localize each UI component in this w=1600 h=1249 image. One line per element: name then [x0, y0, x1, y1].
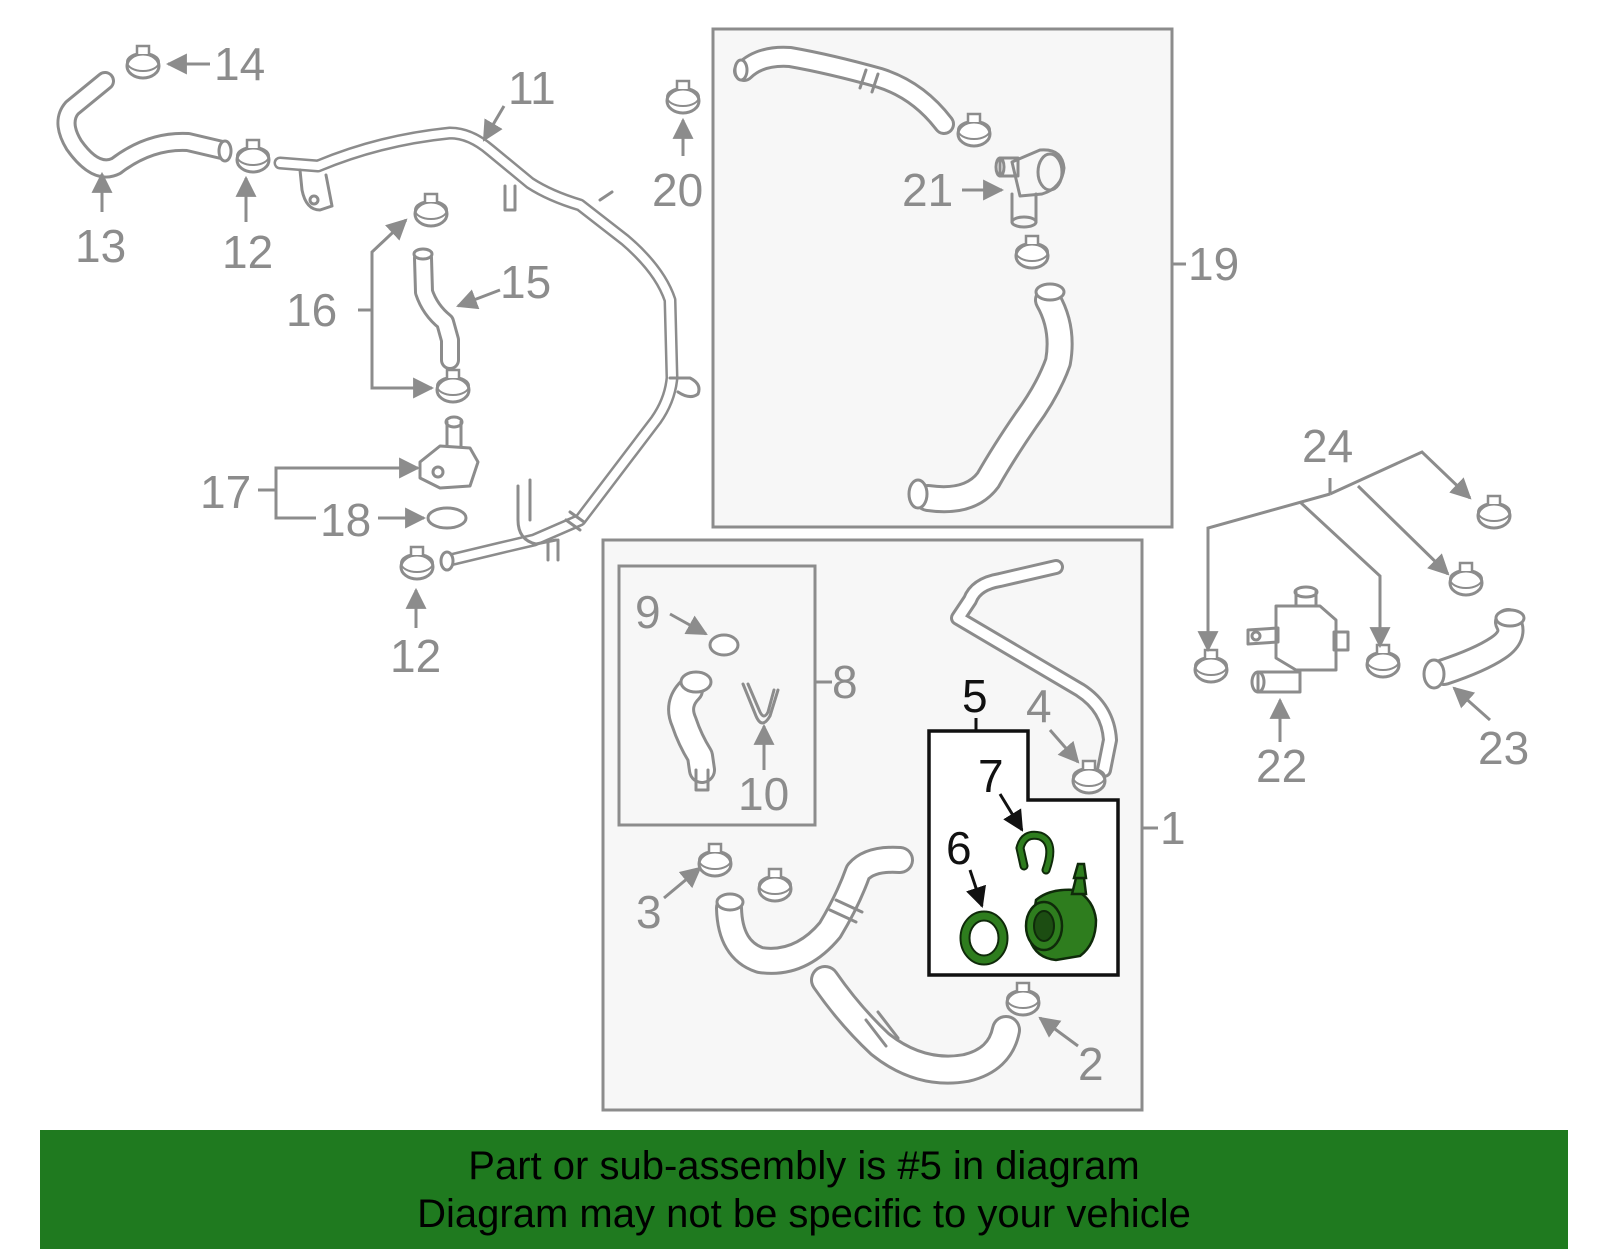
thermostat-housing-5 [1024, 862, 1098, 962]
callout-12-lower: 12 [390, 630, 441, 682]
valve-22 [1246, 585, 1350, 694]
callout-5: 5 [962, 670, 988, 722]
hose-13 [56, 71, 233, 179]
callout-21: 21 [902, 164, 953, 216]
pipe-11 [273, 126, 701, 572]
callout-10: 10 [738, 768, 789, 820]
seal-6 [959, 910, 1009, 966]
callout-7: 7 [978, 750, 1004, 802]
clamp-24-c [1193, 648, 1229, 684]
flange-17 [418, 415, 480, 490]
leader-lines [91, 53, 1491, 1048]
callout-16: 16 [286, 284, 337, 336]
elbow-8 [667, 670, 716, 792]
callout-11: 11 [508, 62, 556, 114]
hose-15 [412, 247, 460, 370]
callout-4: 4 [1026, 680, 1052, 732]
clamp-24-d [1365, 643, 1401, 679]
pipe-1 [950, 559, 1118, 778]
callout-15: 15 [500, 256, 551, 308]
clamp-14 [125, 44, 161, 80]
hose-1-upper [715, 845, 914, 975]
callout-22: 22 [1256, 740, 1307, 792]
hose-19-upper [733, 45, 955, 135]
banner-line-part: Part or sub-assembly is #5 in diagram [468, 1143, 1140, 1188]
callout-19: 19 [1188, 238, 1239, 290]
clamp-24-a [1476, 494, 1512, 530]
info-banner: Part or sub-assembly is #5 in diagram Di… [40, 1130, 1568, 1249]
callout-17: 17 [200, 466, 251, 518]
callout-3: 3 [636, 886, 662, 938]
callout-18: 18 [320, 494, 371, 546]
callout-12-upper: 12 [222, 226, 273, 278]
parts-diagram: 14 11 13 12 15 16 17 18 12 20 21 19 9 8 … [56, 27, 1529, 1112]
callout-1: 1 [1160, 802, 1186, 854]
clamp-24-b [1448, 561, 1484, 597]
box-8 [617, 564, 817, 827]
banner-line-disclaimer: Diagram may not be specific to your vehi… [417, 1191, 1191, 1236]
hose-19-lower [907, 282, 1074, 514]
callout-6: 6 [946, 822, 972, 874]
callout-23: 23 [1478, 722, 1529, 774]
clamp-12-upper [235, 138, 271, 174]
callout-14: 14 [214, 38, 265, 90]
clip-10 [741, 682, 780, 725]
valve-21 [994, 148, 1066, 229]
callout-8: 8 [832, 656, 858, 708]
ring-9 [708, 633, 740, 657]
clamp-12-lower [399, 545, 435, 581]
hose-23 [1422, 608, 1526, 690]
ring-18 [426, 506, 468, 530]
clamp-16-top [413, 192, 449, 228]
clamp-20 [665, 79, 701, 115]
box-19 [711, 27, 1174, 529]
callout-13: 13 [75, 220, 126, 272]
callout-24: 24 [1302, 420, 1353, 472]
callout-9: 9 [635, 586, 661, 638]
clip-7 [1015, 830, 1055, 875]
clamp-16-bottom [435, 368, 471, 404]
callout-20: 20 [652, 164, 703, 216]
hose-2 [810, 965, 1021, 1085]
callout-2: 2 [1078, 1038, 1104, 1090]
